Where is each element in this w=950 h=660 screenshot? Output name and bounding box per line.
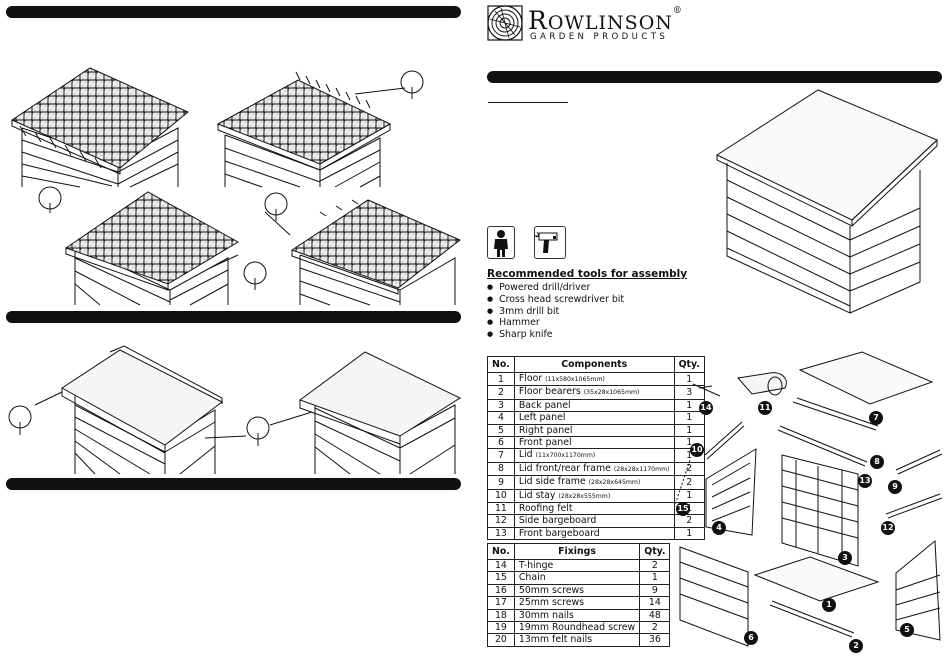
part-callout-3: 3: [838, 551, 852, 565]
exploded-parts-illustration: [674, 351, 943, 647]
section-bar-components: [487, 71, 942, 83]
part-callout-11: 11: [758, 401, 772, 415]
felt-roof-illustration-1: [10, 67, 189, 213]
person-icon: [487, 226, 515, 259]
tool-item: Sharp knife: [487, 329, 624, 341]
tools-list: Powered drill/driver Cross head screwdri…: [487, 282, 624, 341]
tool-item: Hammer: [487, 317, 624, 329]
section-underline: [488, 102, 568, 103]
tool-item: Cross head screwdriver bit: [487, 294, 624, 306]
section-bar-bottom: [6, 478, 461, 490]
section-bar-felt-nailing: [6, 6, 461, 18]
part-callout-1: 1: [822, 598, 836, 612]
part-callout-12: 12: [881, 521, 895, 535]
felt-roof-illustration-2: [216, 70, 424, 188]
part-callout-10: 10: [690, 443, 704, 457]
brand-name: ROWLINSON®: [528, 6, 683, 35]
part-callout-15: 15: [676, 502, 690, 516]
part-callout-13: 13: [858, 474, 872, 488]
bargeboard-illustration-1: [8, 345, 270, 475]
bargeboard-illustration-2: [269, 351, 462, 475]
tool-item: Powered drill/driver: [487, 282, 624, 294]
part-callout-5: 5: [900, 623, 914, 637]
brand-tagline: GARDEN PRODUCTS: [530, 32, 669, 42]
tool-item: 3mm drill bit: [487, 306, 624, 318]
assembled-store-illustration: [715, 89, 938, 314]
part-callout-14: 14: [699, 401, 713, 415]
col-qty: Qty.: [639, 543, 671, 560]
section-bar-bargeboards: [6, 311, 461, 323]
felt-roof-illustration-3: [64, 191, 291, 306]
part-callout-9: 9: [888, 480, 902, 494]
part-callout-8: 8: [870, 455, 884, 469]
part-callout-2: 2: [849, 639, 863, 653]
part-callout-6: 6: [744, 631, 758, 645]
part-callout-4: 4: [712, 521, 726, 535]
felt-roof-illustration-4: [290, 199, 461, 306]
drill-icon: [534, 226, 566, 259]
part-callout-7: 7: [869, 411, 883, 425]
tools-title: Recommended tools for assembly: [487, 268, 688, 280]
